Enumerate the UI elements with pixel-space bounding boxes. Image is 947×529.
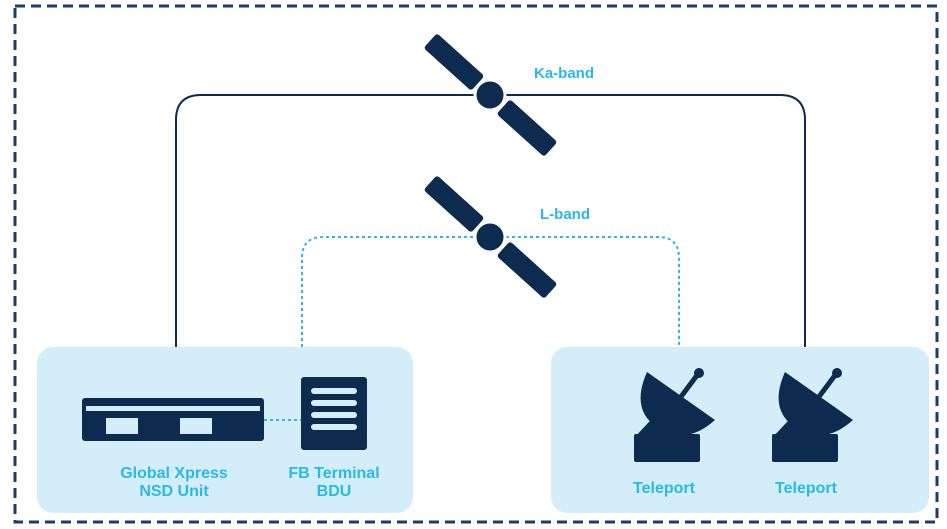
teleport-2-label: Teleport bbox=[775, 480, 837, 497]
right-panel bbox=[551, 347, 929, 513]
l-band-link bbox=[301, 236, 680, 347]
l-band-satellite-icon bbox=[424, 176, 557, 298]
fb-terminal-bdu-label: FB Terminal BDU bbox=[270, 465, 398, 501]
fb-terminal-label-line1: FB Terminal bbox=[288, 465, 380, 482]
fb-terminal-bdu-icon bbox=[301, 377, 367, 450]
outer-dashed-border bbox=[13, 4, 939, 524]
teleport-1-dish-icon bbox=[634, 368, 715, 462]
gx-nsd-unit-label: Global Xpress NSD Unit bbox=[104, 465, 244, 501]
teleport-1-label: Teleport bbox=[633, 480, 695, 497]
fb-terminal-label-line2: BDU bbox=[316, 483, 352, 500]
gx-nsd-unit-label-line2: NSD Unit bbox=[139, 483, 209, 500]
teleport-2-dish-icon bbox=[772, 368, 853, 462]
gx-nsd-unit-icon bbox=[82, 398, 264, 441]
gx-nsd-unit-label-line1: Global Xpress bbox=[120, 465, 228, 482]
ka-band-label: Ka-band bbox=[534, 65, 594, 82]
l-band-label: L-band bbox=[540, 206, 590, 223]
ka-band-satellite-icon bbox=[424, 34, 557, 156]
